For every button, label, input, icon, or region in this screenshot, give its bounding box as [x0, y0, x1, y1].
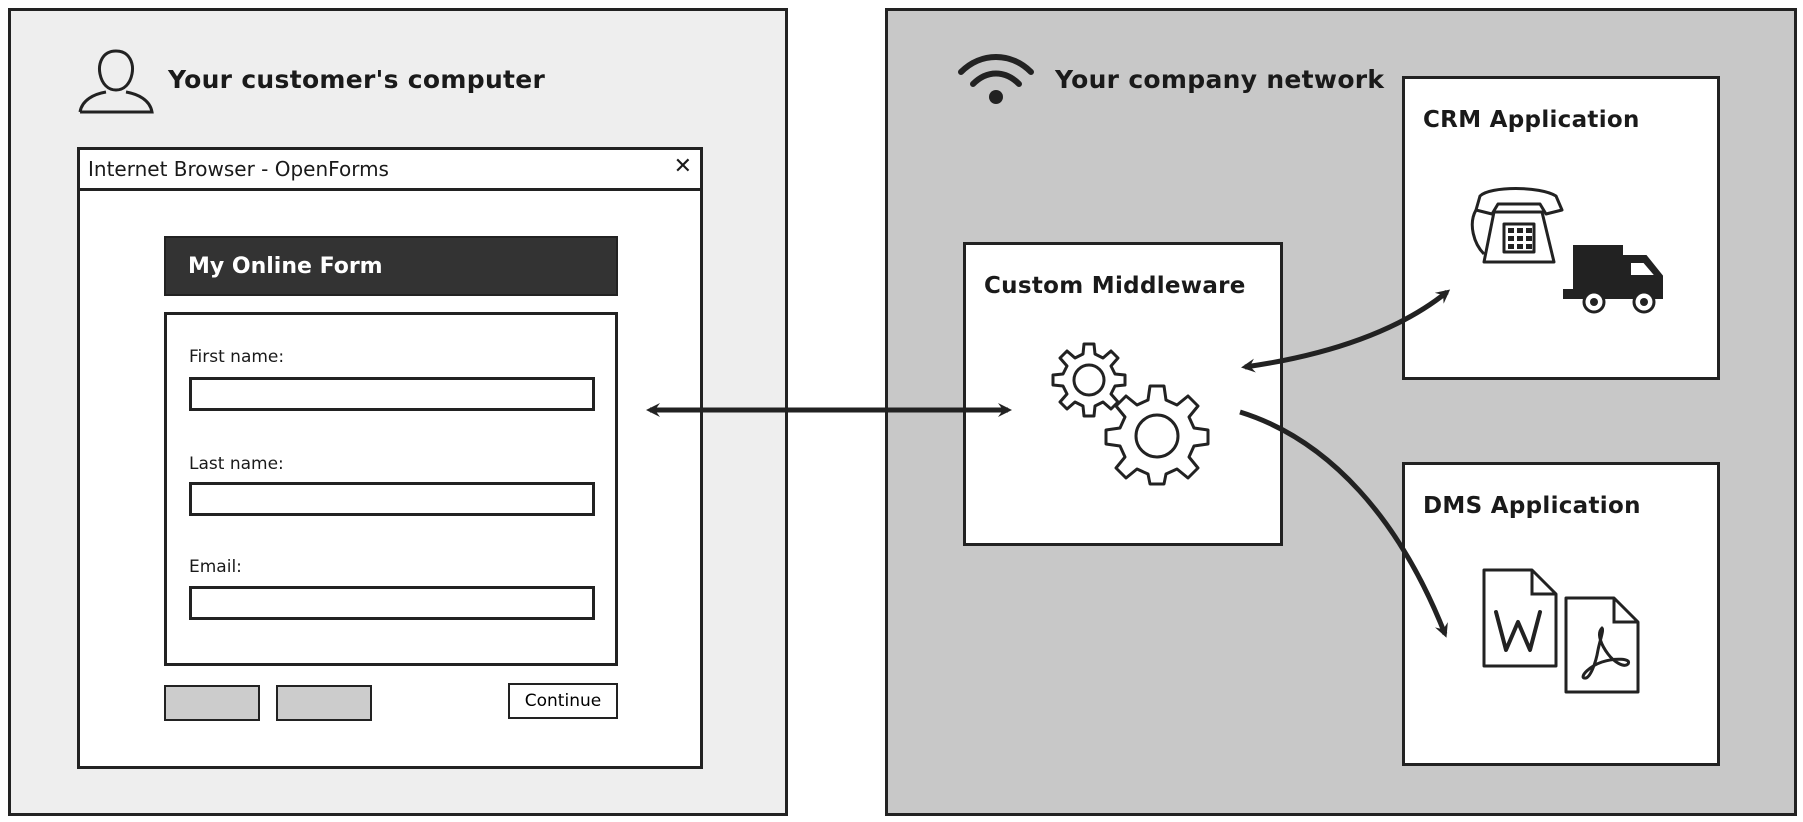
wifi-icon [958, 54, 1034, 104]
crm-title: CRM Application [1423, 107, 1640, 133]
email-label: Email: [189, 557, 242, 577]
form-button-1[interactable] [164, 685, 260, 721]
middleware-box: Custom Middleware [963, 242, 1283, 546]
dms-box: DMS Application [1402, 462, 1720, 766]
dms-title: DMS Application [1423, 493, 1641, 519]
crm-box: CRM Application [1402, 76, 1720, 380]
last-name-input[interactable] [189, 482, 595, 516]
gears-icon [1051, 342, 1210, 486]
network-zone-title: Your company network [1055, 65, 1385, 94]
middleware-title: Custom Middleware [984, 273, 1246, 299]
customer-zone-title: Your customer's computer [168, 65, 546, 94]
telephone-icon [1470, 187, 1564, 264]
user-icon [78, 49, 154, 114]
browser-titlebar: Internet Browser - OpenForms ✕ [80, 150, 700, 191]
form-title: My Online Form [188, 254, 383, 279]
first-name-label: First name: [189, 347, 285, 367]
continue-button[interactable]: Continue [508, 683, 618, 719]
word-document-icon [1482, 568, 1558, 668]
email-input[interactable] [189, 586, 595, 620]
first-name-input[interactable] [189, 377, 595, 411]
last-name-label: Last name: [189, 454, 284, 474]
truck-icon [1563, 245, 1663, 314]
form-button-2[interactable] [276, 685, 372, 721]
browser-window: Internet Browser - OpenForms ✕ My Online… [77, 147, 703, 769]
form-body: First name: Last name: Email: [164, 312, 618, 666]
browser-title: Internet Browser - OpenForms [88, 157, 389, 181]
pdf-document-icon [1564, 596, 1640, 694]
close-icon[interactable]: ✕ [673, 154, 692, 179]
form-header: My Online Form [164, 236, 618, 296]
